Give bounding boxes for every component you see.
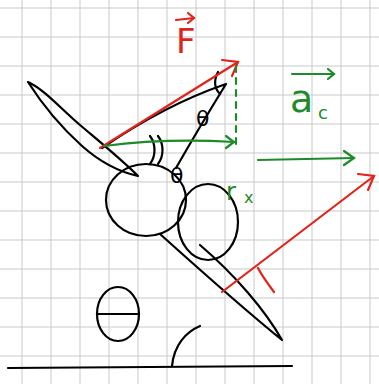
- force-vectors: [100, 13, 374, 292]
- angle-label: θ: [196, 108, 209, 130]
- subscript-label: c: [318, 104, 328, 122]
- acceleration-vectors: [104, 66, 354, 165]
- subscript-label: x: [244, 190, 253, 206]
- force-label: F: [176, 24, 196, 58]
- radius-label: r: [226, 180, 236, 204]
- acceleration-label: a: [290, 80, 313, 118]
- angle-label: θ: [170, 165, 183, 187]
